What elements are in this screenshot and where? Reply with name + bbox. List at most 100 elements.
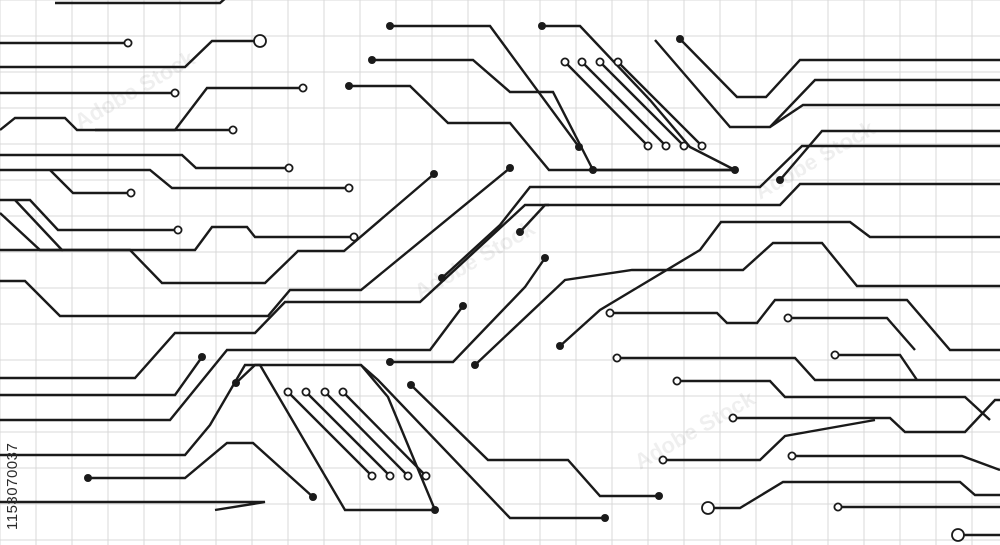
circuit-trace: [788, 316, 916, 351]
via-pad-open: [173, 225, 183, 235]
circuit-trace: [779, 129, 1000, 181]
via-pad-open: [123, 38, 133, 48]
solder-pad-filled: [232, 379, 240, 387]
circuit-trace: [88, 441, 314, 498]
circuit-trace: [679, 38, 1000, 99]
solder-pad-filled: [345, 82, 353, 90]
solder-pad-filled: [589, 166, 597, 174]
solder-pad-filled: [655, 492, 663, 500]
circuit-trace: [342, 391, 427, 477]
via-pad-open: [301, 387, 311, 397]
circuit-trace: [0, 305, 464, 422]
via-pad-open: [787, 451, 797, 461]
circuit-trace: [305, 391, 391, 477]
via-pad-open: [612, 353, 622, 363]
solder-pad-filled: [731, 166, 739, 174]
circuit-trace: [55, 0, 226, 5]
via-pad-open: [338, 387, 348, 397]
solder-pad-filled: [430, 170, 438, 178]
solder-pad-filled: [431, 506, 439, 514]
solder-pad-filled: [676, 35, 684, 43]
circuit-trace: [0, 116, 233, 132]
via-pad-open: [830, 350, 840, 360]
circuit-trace: [559, 220, 1000, 347]
circuit-trace: [14, 173, 435, 285]
circuit-trace: [564, 61, 649, 147]
via-pad-open: [298, 83, 308, 93]
via-pad-open: [783, 313, 793, 323]
circuit-trace: [0, 167, 511, 318]
via-pad-open: [658, 455, 668, 465]
solder-pad-filled: [198, 353, 206, 361]
via-pad-open: [228, 125, 238, 135]
via-pad-large: [701, 501, 715, 515]
via-pad-open: [385, 471, 395, 481]
via-pad-open: [170, 88, 180, 98]
via-pad-open: [643, 141, 653, 151]
circuit-trace: [474, 241, 1000, 366]
solder-pad-filled: [84, 474, 92, 482]
solder-pad-filled: [386, 22, 394, 30]
circuit-trace: [610, 298, 1000, 352]
circuit-trace: [0, 182, 1000, 380]
circuit-trace: [390, 24, 580, 148]
solder-pad-filled: [471, 361, 479, 369]
solder-pad-filled: [506, 164, 514, 172]
circuit-trace: [390, 257, 546, 364]
circuit-trace: [360, 364, 605, 520]
via-pad-open: [421, 471, 431, 481]
via-pad-open: [577, 57, 587, 67]
solder-pad-filled: [601, 514, 609, 522]
via-pad-open: [605, 308, 615, 318]
via-pad-open: [349, 232, 359, 242]
circuit-trace: [324, 391, 409, 477]
via-pad-open: [560, 57, 570, 67]
solder-pad-filled: [438, 274, 446, 282]
solder-pad-filled: [386, 358, 394, 366]
solder-pad-filled: [776, 176, 784, 184]
circuit-trace: [372, 58, 595, 171]
circuit-trace: [769, 103, 1000, 128]
via-pad-open: [403, 471, 413, 481]
via-pad-open: [595, 57, 605, 67]
circuit-trace: [708, 480, 1000, 510]
solder-pad-filled: [368, 56, 376, 64]
via-pad-open: [284, 163, 294, 173]
circuit-trace: [0, 168, 349, 190]
circuit-trace: [441, 144, 1000, 279]
via-pad-open: [126, 188, 136, 198]
via-pad-open: [320, 387, 330, 397]
circuit-trace: [287, 391, 373, 477]
circuit-trace: [663, 418, 876, 462]
via-pad-open: [697, 141, 707, 151]
solder-pad-filled: [309, 493, 317, 501]
solder-pad-filled: [575, 143, 583, 151]
via-pad-open: [283, 387, 293, 397]
solder-pad-filled: [516, 228, 524, 236]
circuit-trace: [349, 84, 595, 172]
via-pad-open: [613, 57, 623, 67]
via-pad-open: [367, 471, 377, 481]
circuit-trace: [835, 353, 918, 381]
pad-layer: [84, 22, 965, 542]
circuit-trace: [235, 363, 435, 512]
image-id-label: 1153070037: [4, 442, 21, 530]
via-pad-large: [951, 528, 965, 542]
circuit-trace: [599, 61, 685, 147]
circuit-trace: [0, 153, 289, 170]
circuit-trace: [792, 454, 1000, 472]
circuit-trace: [677, 379, 991, 421]
circuit-trace: [617, 356, 1000, 382]
circuit-trace: [581, 61, 667, 147]
via-pad-open: [679, 141, 689, 151]
circuit-trace: [617, 61, 703, 147]
via-pad-large: [253, 34, 267, 48]
watermark-text: Adobe Stock: [750, 115, 880, 204]
circuit-trace: [410, 384, 659, 498]
circuit-trace: [0, 500, 266, 512]
solder-pad-filled: [538, 22, 546, 30]
circuit-trace: [519, 203, 549, 233]
